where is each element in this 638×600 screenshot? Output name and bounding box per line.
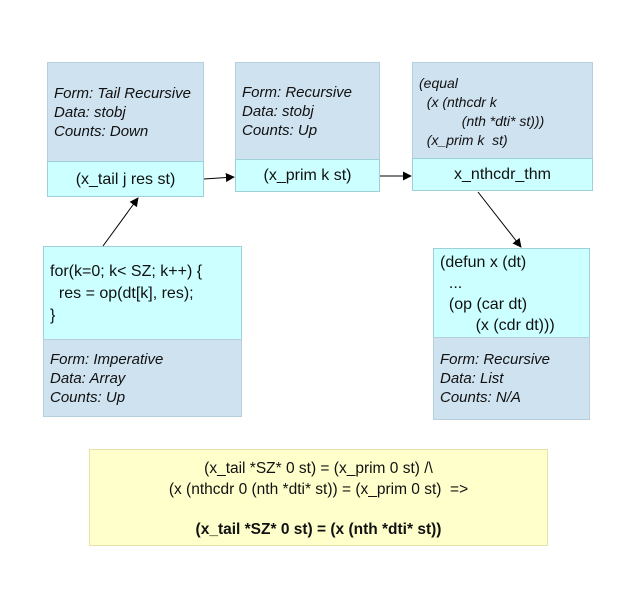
tail-call-box: (x_tail j res st) [47, 161, 204, 197]
tail-form-label: Form: Tail Recursive [54, 85, 191, 102]
prim-data-label: Data: stobj [242, 103, 314, 120]
tail-meta-box: Form: Tail Recursive Data: stobj Counts:… [47, 62, 204, 162]
defun-line: (defun x (dt) [440, 254, 527, 271]
for-loop-line: for(k=0; k< SZ; k++) { [50, 263, 203, 280]
tail-counts-label: Counts: Down [54, 123, 149, 140]
equal-line: (equal [419, 75, 458, 91]
nthcdr-meta-box: (equal (x (nthcdr k (nth *dti* st))) (x_… [412, 62, 593, 159]
defun-code-box: (defun x (dt) ... (op (car dt) (x (cdr d… [433, 248, 590, 338]
x-prim-line: (x_prim k st) [419, 132, 508, 148]
arrow-nthcdr-to-defun [477, 191, 522, 248]
nthcdr-thm-label: x_nthcdr_thm [454, 166, 551, 183]
loop-close-line: } [50, 307, 56, 324]
defun-counts-label: Counts: N/A [440, 389, 521, 406]
prim-call-label: (x_prim k st) [263, 167, 352, 184]
imperative-counts-label: Counts: Up [50, 389, 126, 406]
conclusion-formula-box: (x_tail *SZ* 0 st) = (x_prim 0 st) /\ (x… [89, 449, 548, 546]
prim-counts-label: Counts: Up [242, 122, 318, 139]
arrow-tail-to-prim [203, 173, 235, 183]
formula-line-2: (x (nthcdr 0 (nth *dti* st)) = (x_prim 0… [168, 481, 469, 498]
nthcdr-line: (x (nthcdr k [419, 94, 497, 110]
x-cdr-line: (x (cdr dt))) [440, 317, 555, 334]
arrow-imperative-to-tail [102, 197, 139, 247]
defun-data-label: Data: List [440, 370, 504, 387]
imperative-data-label: Data: Array [50, 370, 126, 387]
tail-data-label: Data: stobj [54, 104, 126, 121]
formula-line-1: (x_tail *SZ* 0 st) = (x_prim 0 st) /\ [204, 460, 433, 477]
prim-form-label: Form: Recursive [242, 84, 353, 101]
formula-conclusion: (x_tail *SZ* 0 st) = (x (nth *dti* st)) [195, 521, 442, 538]
defun-form-label: Form: Recursive [440, 351, 551, 368]
nthcdr-thm-box: x_nthcdr_thm [412, 158, 593, 191]
tail-call-label: (x_tail j res st) [75, 170, 176, 188]
ellipsis-line: ... [440, 275, 463, 292]
prim-meta-box: Form: Recursive Data: stobj Counts: Up [235, 62, 380, 160]
imperative-form-label: Form: Imperative [50, 351, 164, 368]
nth-line: (nth *dti* st))) [419, 113, 545, 129]
loop-body-line: res = op(dt[k], res); [50, 285, 194, 302]
prim-call-box: (x_prim k st) [235, 159, 380, 192]
defun-meta-box: Form: Recursive Data: List Counts: N/A [433, 337, 590, 420]
imperative-code-box: for(k=0; k< SZ; k++) { res = op(dt[k], r… [43, 246, 242, 340]
imperative-meta-box: Form: Imperative Data: Array Counts: Up [43, 339, 242, 417]
op-car-line: (op (car dt) [440, 296, 528, 313]
